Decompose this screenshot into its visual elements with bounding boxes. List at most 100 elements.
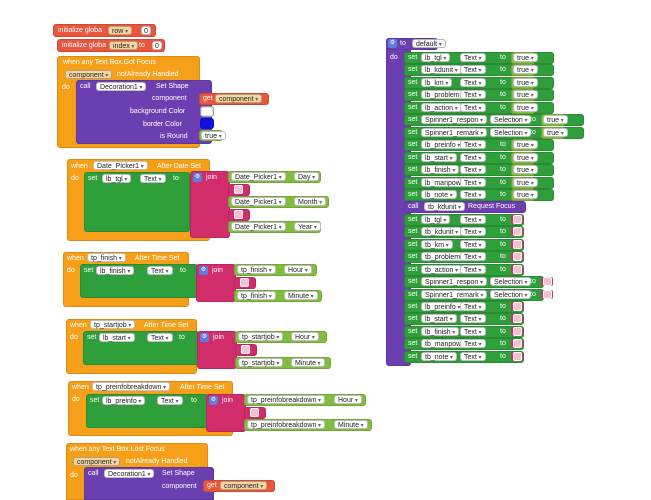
set-target-dropdown[interactable]: tb_action	[421, 264, 463, 274]
empty-text-block[interactable]	[541, 289, 553, 299]
global-value-index[interactable]: 0	[152, 41, 162, 50]
tp-set-block[interactable]: set lb_finish Text to	[80, 264, 198, 298]
text-string-value[interactable]	[513, 252, 522, 262]
set-prop-dropdown[interactable]: Text	[147, 266, 173, 275]
get-component-dropdown[interactable]: component	[220, 481, 268, 490]
set-target-dropdown[interactable]: lb_action	[421, 102, 462, 112]
text-string-value[interactable]	[513, 239, 522, 249]
set-prop-dropdown[interactable]: Text	[460, 140, 486, 150]
set-target-dropdown[interactable]: lb_preinfo	[421, 140, 465, 150]
text-string-colon[interactable]	[241, 345, 250, 354]
datepicker-sep1[interactable]	[228, 184, 250, 196]
procedure-name[interactable]: default	[412, 39, 446, 48]
getter-component-dropdown[interactable]: tp_finish	[237, 291, 276, 300]
set-target-dropdown[interactable]: lb_km	[421, 77, 453, 87]
set-target-dropdown[interactable]: lb_tgl	[421, 214, 451, 224]
gotfocus-param-component[interactable]: component	[65, 70, 113, 79]
empty-text-block[interactable]	[511, 264, 523, 274]
set-target-dropdown[interactable]: tb_km	[421, 239, 453, 249]
set-target-dropdown[interactable]: lb_tgl	[102, 174, 132, 183]
getter-prop-dropdown[interactable]: Hour	[334, 395, 362, 404]
true-logic-block[interactable]: true	[511, 164, 538, 177]
true-dropdown[interactable]: true	[513, 165, 538, 175]
set-prop-dropdown[interactable]: Selection	[490, 127, 532, 137]
text-string-value[interactable]	[513, 302, 522, 311]
getter-component-dropdown[interactable]: tp_preinfobreakdown	[247, 420, 326, 429]
set-prop-dropdown[interactable]: Text	[460, 252, 486, 262]
tp-minute-getter[interactable]: tp_startjob Minute	[235, 357, 331, 369]
set-prop-dropdown[interactable]: Text	[460, 214, 486, 224]
tp-component-dropdown[interactable]: tp_finish	[87, 253, 126, 262]
true-logic-block[interactable]: true	[511, 89, 538, 102]
tp-minute-getter[interactable]: tp_preinfobreakdown Minute	[244, 419, 372, 431]
text-string-value[interactable]	[513, 339, 522, 349]
join-mutator-icon[interactable]: ⚙	[193, 173, 202, 182]
set-prop-dropdown[interactable]: Text	[460, 65, 486, 75]
text-string-value[interactable]	[543, 289, 552, 299]
set-prop-dropdown[interactable]: Text	[460, 227, 486, 237]
tp-component-dropdown[interactable]: tp_preinfobreakdown	[92, 382, 171, 391]
text-string-value[interactable]	[513, 227, 522, 237]
datepicker-day-getter[interactable]: Date_Picker1 Day	[228, 171, 321, 183]
true-logic-block[interactable]: true	[511, 188, 538, 201]
text-string-slash[interactable]	[234, 210, 243, 219]
set-target-dropdown[interactable]: lb_tgl	[421, 53, 451, 62]
set-prop-dropdown[interactable]: Text	[460, 152, 486, 162]
global-name-row[interactable]: row	[108, 26, 132, 35]
set-prop-dropdown[interactable]: Text	[460, 314, 486, 324]
set-prop-dropdown[interactable]: Text	[460, 53, 486, 62]
lostfocus-get-component-block[interactable]: get component	[203, 480, 275, 492]
lostfocus-param-component[interactable]: component	[73, 457, 121, 466]
tp-minute-getter[interactable]: tp_finish Minute	[234, 290, 322, 302]
set-prop-dropdown[interactable]: Text	[147, 333, 173, 342]
getter-component-dropdown[interactable]: Date_Picker1	[231, 197, 286, 206]
getter-prop-dropdown[interactable]: Day	[294, 172, 320, 181]
empty-text-block[interactable]	[511, 351, 523, 361]
text-string-value[interactable]	[543, 277, 552, 287]
set-target-dropdown[interactable]: Spinner1_remark	[421, 127, 488, 137]
empty-text-block[interactable]	[511, 314, 523, 324]
getter-component-dropdown[interactable]: tp_startjob	[238, 332, 284, 341]
getter-prop-dropdown[interactable]: Minute	[284, 291, 318, 300]
round-true-dropdown[interactable]: true	[201, 131, 226, 140]
global-index-block[interactable]: initialize globa index to 0	[57, 39, 165, 52]
datepicker-month-getter[interactable]: Date_Picker1 Month	[228, 196, 329, 208]
set-prop-dropdown[interactable]: Text	[460, 102, 486, 112]
true-dropdown[interactable]: true	[513, 152, 538, 162]
true-dropdown[interactable]: true	[543, 115, 568, 125]
set-target-dropdown[interactable]: lb_finish	[421, 165, 460, 175]
tp-hour-getter[interactable]: tp_finish Hour	[234, 264, 317, 276]
datepicker-join-block[interactable]: ⚙ join	[190, 171, 230, 238]
set-prop-dropdown[interactable]: Text	[460, 302, 486, 311]
set-target-dropdown[interactable]: lb_note	[421, 189, 457, 199]
global-name-index[interactable]: index	[109, 41, 139, 50]
procedure-mutator-icon[interactable]: ⚙	[388, 39, 397, 48]
text-string-value[interactable]	[513, 264, 522, 274]
set-prop-dropdown[interactable]: Text	[460, 239, 486, 249]
set-target-dropdown[interactable]: tb_kdunit	[421, 227, 463, 237]
true-dropdown[interactable]: true	[513, 189, 538, 199]
get-component-dropdown[interactable]: component	[215, 94, 263, 103]
call-component-dropdown[interactable]: tb_kdunit	[424, 202, 466, 212]
set-prop-dropdown[interactable]: Text	[140, 174, 166, 183]
tp-component-dropdown[interactable]: tp_startjob	[90, 320, 136, 329]
set-prop-dropdown[interactable]: Text	[460, 189, 486, 199]
text-string-value[interactable]	[513, 214, 522, 224]
getter-component-dropdown[interactable]: tp_finish	[237, 265, 276, 274]
tp-sep[interactable]	[244, 407, 266, 419]
tp-join-block[interactable]: ⚙ join	[196, 264, 236, 302]
set-prop-dropdown[interactable]: Text	[460, 177, 486, 187]
set-prop-dropdown[interactable]: Text	[460, 264, 486, 274]
empty-text-block[interactable]	[511, 326, 523, 336]
empty-text-block[interactable]	[511, 214, 523, 224]
join-mutator-icon[interactable]: ⚙	[209, 396, 218, 405]
set-prop-dropdown[interactable]: Text	[157, 396, 183, 405]
